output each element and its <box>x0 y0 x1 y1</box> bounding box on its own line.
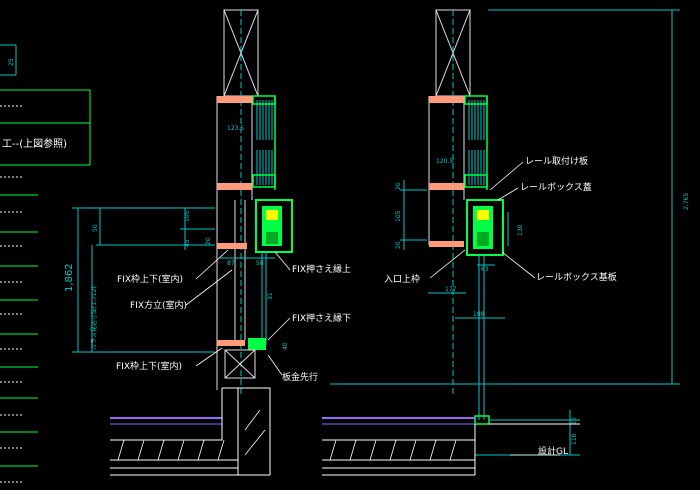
dim-r-20b: 20 <box>395 241 402 249</box>
dim-r-188: 188 <box>473 311 485 318</box>
dim-105: 105 <box>184 210 191 222</box>
left-glass <box>261 252 267 345</box>
right-section: 120.5 20 105 20 130 63 177 188 20 110 2,… <box>322 9 690 476</box>
left-lower-bead <box>248 338 266 350</box>
right-dim-chain <box>330 9 680 456</box>
right-hatch <box>329 439 457 461</box>
right-leaders <box>429 161 560 456</box>
dim-glass-opening: ガラス見込寸法(1,712) <box>90 286 98 350</box>
right-upper-frame <box>464 95 488 190</box>
left-hatch <box>117 409 266 461</box>
dim-overall-1862: 1,862 <box>64 263 75 292</box>
dim-20: 20 <box>205 237 212 245</box>
label-fix-bead-top: FIX押さえ縁上 <box>292 263 351 275</box>
label-fix-frame-bottom: FIX枠上下(室内) <box>116 360 182 372</box>
dim-r-105: 105 <box>395 210 402 222</box>
label-entrance-head: 入口上枠 <box>384 273 420 285</box>
dim-40: 40 <box>282 342 289 350</box>
label-sheet-metal: 板金先行 <box>282 371 318 383</box>
left-leaders <box>185 249 291 376</box>
right-beam-mid <box>429 183 464 190</box>
ref-note: 工--(上図参照) <box>2 137 67 150</box>
dim-r-130: 130 <box>517 224 524 236</box>
right-shutter-slats <box>468 100 485 185</box>
left-lower-box <box>224 349 256 379</box>
left-upper-frame <box>252 95 276 190</box>
left-shutter-slats <box>256 100 273 185</box>
label-fix-frame-top: FIX枠上下(室内) <box>117 273 183 285</box>
dim-120-5: 120.5 <box>436 158 453 165</box>
dim-50: 50 <box>92 224 99 232</box>
label-rail-box-base: レールボックス基板 <box>536 271 617 283</box>
label-fix-stile: FIX方立(室内) <box>130 299 187 311</box>
dim-r-110: 110 <box>571 433 578 445</box>
dim-58: 58 <box>256 260 264 267</box>
right-rail-box <box>466 199 504 256</box>
dim-r-63: 63 <box>481 266 489 273</box>
dim-r-20a: 20 <box>395 182 402 190</box>
dim-overall-2765: 2,765 <box>683 193 690 210</box>
dim-87: 87 <box>227 260 235 267</box>
dim-r-177: 177 <box>445 286 457 293</box>
left-beam-mid <box>217 183 252 190</box>
dim-123-5: 123.5 <box>227 125 244 132</box>
dim-45: 45 <box>184 239 191 247</box>
dim-top-25: 25 <box>8 58 15 66</box>
right-threshold <box>474 415 490 425</box>
left-section: 1,862 ガラス見込寸法(1,712) 50 105 45 20 123.5 … <box>64 9 351 476</box>
left-beam-bottom <box>217 340 245 346</box>
dim-31: 31 <box>267 292 274 300</box>
label-rail-box-cover: レールボックス蓋 <box>520 181 592 193</box>
right-door-post <box>478 255 485 420</box>
label-fix-bead-bottom: FIX押さえ縁下 <box>292 312 351 324</box>
left-beam-top <box>217 96 252 103</box>
left-floor <box>110 387 271 476</box>
dim-r-20c: 20 <box>571 417 578 425</box>
label-design-gl: 設計GL <box>538 445 568 457</box>
left-rail-box <box>255 199 293 253</box>
label-rail-mount: レール取付け板 <box>525 155 588 167</box>
left-dim-chain <box>72 207 275 353</box>
right-beam-lower <box>429 241 464 247</box>
right-wall-body <box>428 96 465 245</box>
left-beam-lower <box>217 243 247 249</box>
right-floor <box>322 417 580 476</box>
left-edge-partial: 25 工--(上図参照) <box>0 44 91 483</box>
right-beam-top <box>429 96 464 103</box>
